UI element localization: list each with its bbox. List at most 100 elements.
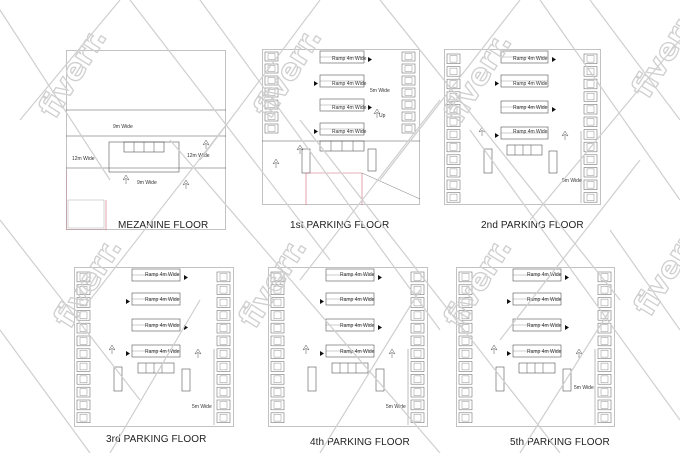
car-symbol [600,362,609,371]
car-symbol [273,375,282,383]
stair-block [483,148,493,174]
car-symbol [79,273,88,281]
fifth-floor-note: 5m Wide [574,385,594,391]
fifth-parking-floor-plan [456,267,615,427]
car-symbol [586,67,595,75]
car-symbol [267,113,276,120]
car-symbol [79,311,88,319]
car-symbol [219,324,228,332]
stair-block [113,366,123,392]
mezzanine-floor-plan [66,50,226,230]
car-symbol [413,337,422,345]
car-symbol [449,80,458,88]
fourth-floor-note: Ramp 4m Wide [340,349,375,355]
car-symbol [219,286,228,294]
first-parking-floor-plan [262,49,420,205]
car-symbol [79,375,88,383]
fifth-floor-note: Ramp 4m Wide [527,349,562,355]
car-symbol [219,311,228,319]
ramp-direction-arrow [552,107,556,112]
ramp-direction-arrow [565,275,569,280]
floor-outline [262,49,420,205]
car-symbol [404,113,413,120]
car-symbol [219,401,228,409]
car-symbol [267,125,276,132]
car-symbol [273,401,282,409]
second-floor-note: Ramp 4m Wide [513,105,548,111]
first-floor-note: Ramp 4m Wide [332,105,367,111]
car-symbol [461,273,470,281]
car-symbol [273,388,282,396]
car-symbol [586,156,595,164]
third-parking-floor-plan [74,267,234,427]
ramp-direction-arrow [378,325,382,330]
car-symbol [413,375,422,383]
ramp-direction-arrow [495,81,499,86]
car-symbol [461,388,470,396]
fifth-floor-note: Ramp 4m Wide [527,297,562,303]
car-symbol [413,273,422,281]
ramp-direction-arrow [378,275,382,280]
car-symbol [461,414,470,422]
mezzanine-note: 12m Wide [72,156,95,162]
first-floor-note: Ramp 4m Wide [332,81,367,87]
stair-block [301,148,311,174]
ramp-direction-arrow [126,299,130,304]
car-symbol [449,181,458,189]
car-symbol [273,324,282,332]
floor-outline [74,267,234,427]
floor-outline [268,267,428,427]
ramp-direction-arrow [507,351,511,356]
ramp-direction-arrow [552,57,556,62]
first-parking-floor-label: 1st PARKING FLOOR [290,220,390,231]
car-symbol [461,350,470,358]
lift-core [137,362,175,374]
stair-block [375,368,385,392]
car-symbol [267,53,276,60]
fourth-floor-note: Ramp 4m Wide [340,272,375,278]
car-symbol [449,55,458,63]
car-symbol [404,89,413,96]
third-floor-note: Ramp 4m Wide [145,297,180,303]
first-floor-note: Ramp 4m Wide [332,56,367,62]
car-symbol [404,77,413,84]
car-symbol [273,362,282,371]
car-symbol [461,311,470,319]
plan-drawing [456,267,615,427]
ramp-direction-arrow [314,81,318,86]
lift-core [331,362,369,374]
fifth-parking-floor-label: 5th PARKING FLOOR [510,437,610,448]
car-symbol [79,298,88,307]
car-symbol [273,337,282,345]
car-symbol [267,101,276,108]
stair-block [495,366,505,392]
second-parking-floor-label: 2nd PARKING FLOOR [481,220,584,231]
car-symbol [413,401,422,409]
fourth-parking-floor-plan [268,267,428,427]
floor-diagonal [361,172,420,200]
car-symbol [273,350,282,358]
mezzanine-note: 12m Wide [187,153,210,159]
car-symbol [449,130,458,138]
second-floor-note: Ramp 4m Wide [513,81,548,87]
car-symbol [273,311,282,319]
car-symbol [449,118,458,126]
car-symbol [404,53,413,60]
mezzanine-outline [66,50,226,230]
car-symbol [586,193,595,201]
fourth-floor-note: Ramp 4m Wide [340,323,375,329]
car-symbol [600,273,609,281]
car-symbol [461,324,470,332]
car-symbol [79,388,88,396]
stair-block [307,366,317,392]
car-symbol [404,101,413,108]
car-symbol [600,388,609,396]
car-symbol [461,286,470,294]
fourth-parking-floor-label: 4th PARKING FLOOR [310,437,410,448]
plan-drawing [268,267,428,427]
car-symbol [600,286,609,294]
car-symbol [219,298,228,307]
car-symbol [449,193,458,201]
car-symbol [79,337,88,345]
